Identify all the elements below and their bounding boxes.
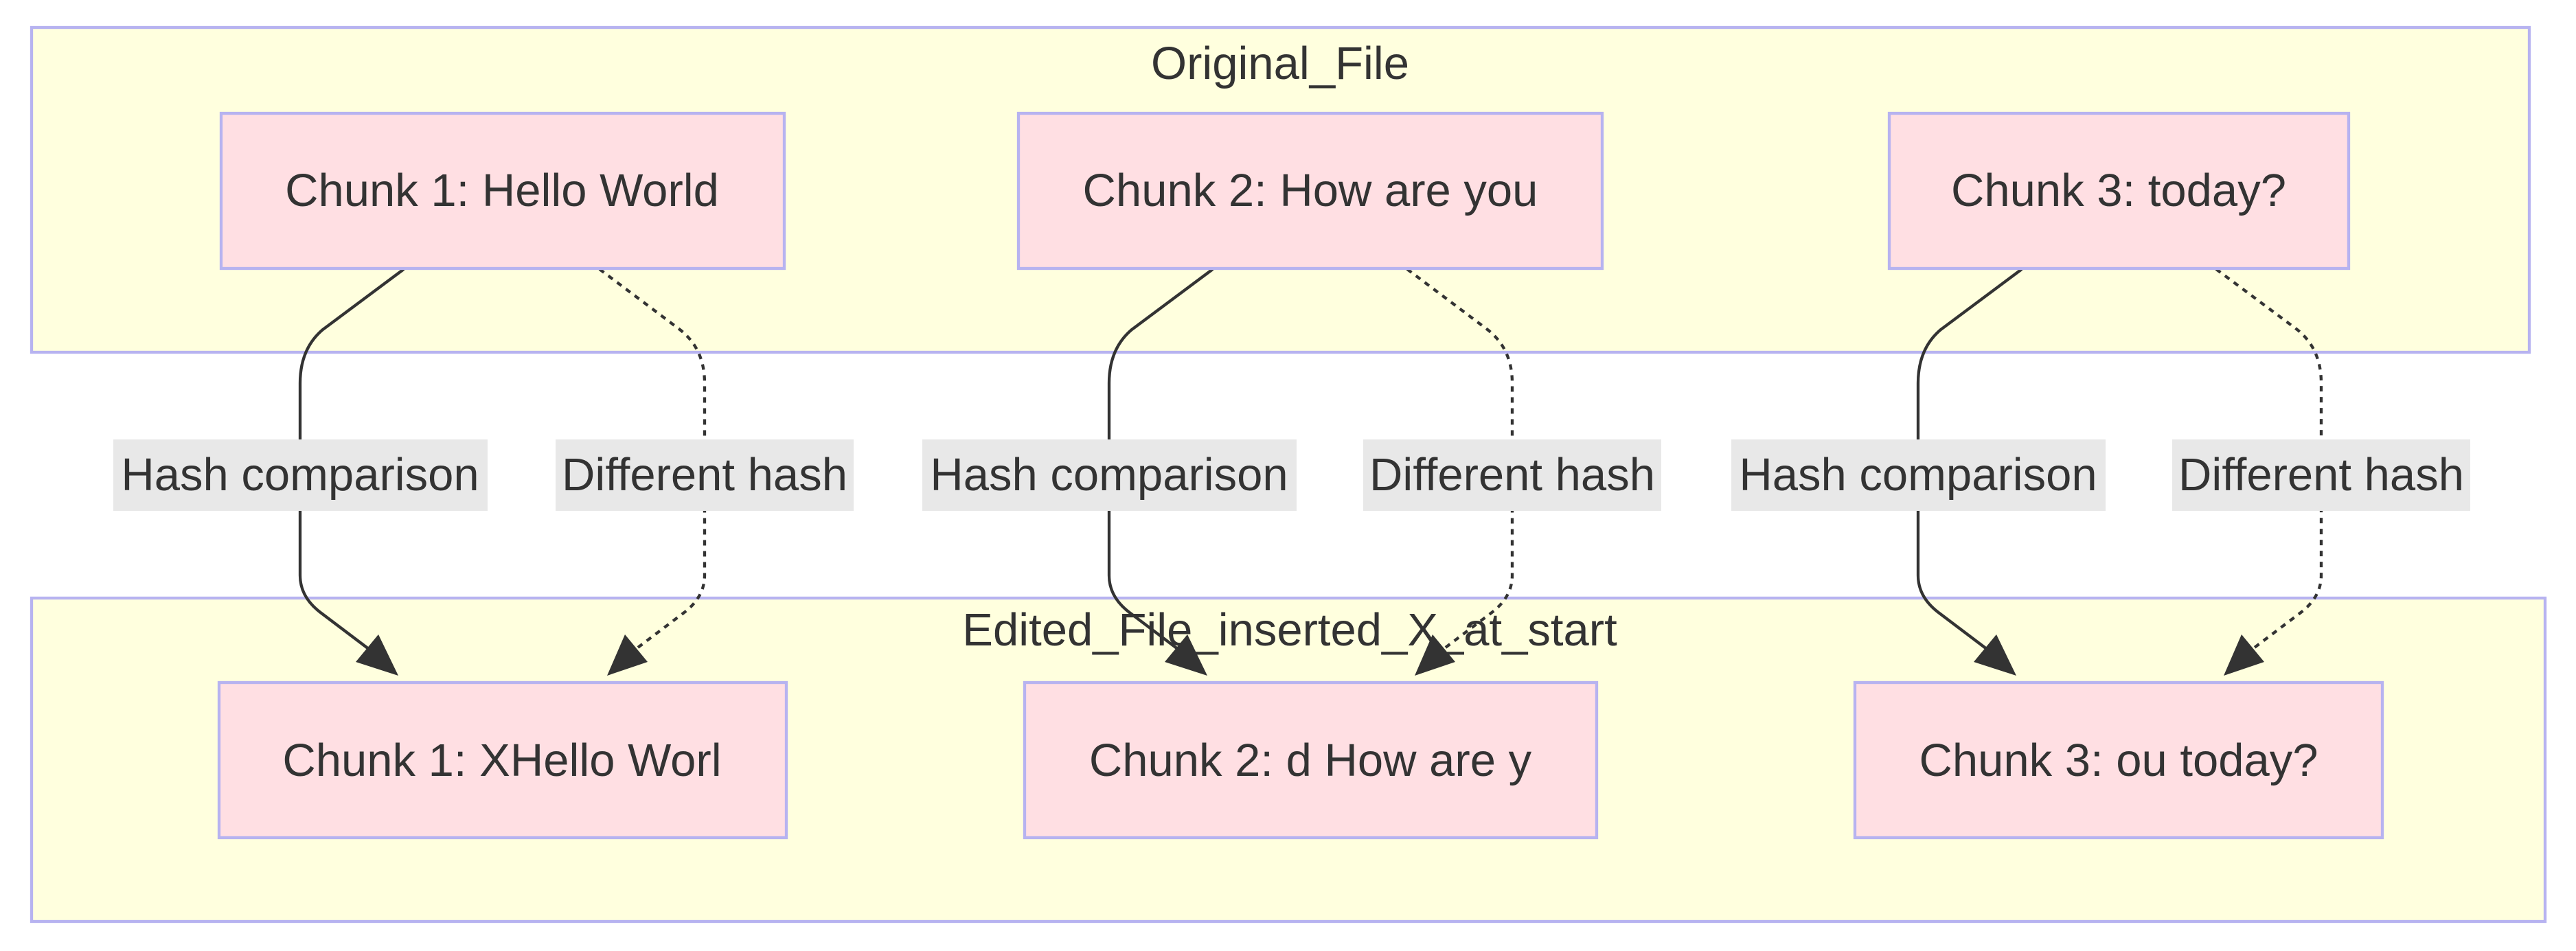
- node-edited-chunk-3[interactable]: Chunk 3: ou today?: [1853, 680, 2384, 840]
- node-edited-chunk-1-label: Chunk 1: XHello Worl: [282, 735, 721, 786]
- edge-different-hash-1: [598, 268, 707, 657]
- node-edited-chunk-2[interactable]: Chunk 2: d How are y: [1023, 680, 1599, 840]
- cluster-original-file-title: Original_File: [1151, 38, 1409, 89]
- edge-different-hash-2: [1406, 268, 1514, 657]
- edge-label-hash-comparison-1: Hash comparison: [121, 449, 479, 501]
- edge-hash-comparison-2: [1107, 268, 1214, 657]
- node-edited-chunk-1[interactable]: Chunk 1: XHello Worl: [217, 680, 788, 840]
- edge-label-bg-4: [1363, 439, 1661, 511]
- cluster-edited-file-title: Edited_File_inserted_X_at_start: [962, 604, 1617, 656]
- node-original-chunk-2-label: Chunk 2: How are you: [1083, 165, 1538, 216]
- node-original-chunk-3-label: Chunk 3: today?: [1951, 165, 2286, 216]
- edge-label-different-hash-3: Different hash: [2178, 449, 2464, 501]
- node-edited-chunk-3-label: Chunk 3: ou today?: [1919, 735, 2318, 786]
- node-edited-chunk-1-box: [217, 680, 788, 840]
- edge-different-hash-3: [2215, 268, 2323, 657]
- edge-label-bg-6: [2172, 439, 2470, 511]
- node-original-chunk-2[interactable]: Chunk 2: How are you: [1016, 111, 1604, 271]
- node-original-chunk-3-box: [1887, 111, 2351, 271]
- node-original-chunk-1[interactable]: Chunk 1: Hello World: [219, 111, 786, 271]
- node-original-chunk-3[interactable]: Chunk 3: today?: [1887, 111, 2351, 271]
- edge-label-hash-comparison-3: Hash comparison: [1739, 449, 2097, 501]
- edge-label-hash-comparison-2: Hash comparison: [930, 449, 1288, 501]
- node-edited-chunk-2-label: Chunk 2: d How are y: [1089, 735, 1532, 786]
- arrow-head-3: [1165, 634, 1207, 676]
- node-original-chunk-2-box: [1016, 111, 1604, 271]
- arrow-head-5: [1974, 634, 2016, 676]
- edge-label-bg-1: [113, 439, 488, 511]
- edge-label-different-hash-2: Different hash: [1369, 449, 1655, 501]
- arrow-head-2: [607, 634, 648, 676]
- arrow-head-4: [1415, 634, 1455, 676]
- node-edited-chunk-3-box: [1853, 680, 2384, 840]
- edge-hash-comparison-1: [298, 268, 405, 657]
- edges: [298, 268, 2323, 676]
- edge-label-different-hash-1: Different hash: [562, 449, 847, 501]
- node-edited-chunk-2-box: [1023, 680, 1599, 840]
- node-original-chunk-1-label: Chunk 1: Hello World: [285, 165, 719, 216]
- edge-label-bg-2: [556, 439, 854, 511]
- edge-hash-comparison-3: [1916, 268, 2023, 657]
- edge-labels: Hash comparison Different hash Hash comp…: [113, 439, 2470, 511]
- edge-label-bg-5: [1731, 439, 2106, 511]
- edge-label-bg-3: [922, 439, 1297, 511]
- arrow-head-1: [356, 634, 398, 676]
- node-original-chunk-1-box: [219, 111, 786, 271]
- arrow-head-6: [2224, 634, 2264, 676]
